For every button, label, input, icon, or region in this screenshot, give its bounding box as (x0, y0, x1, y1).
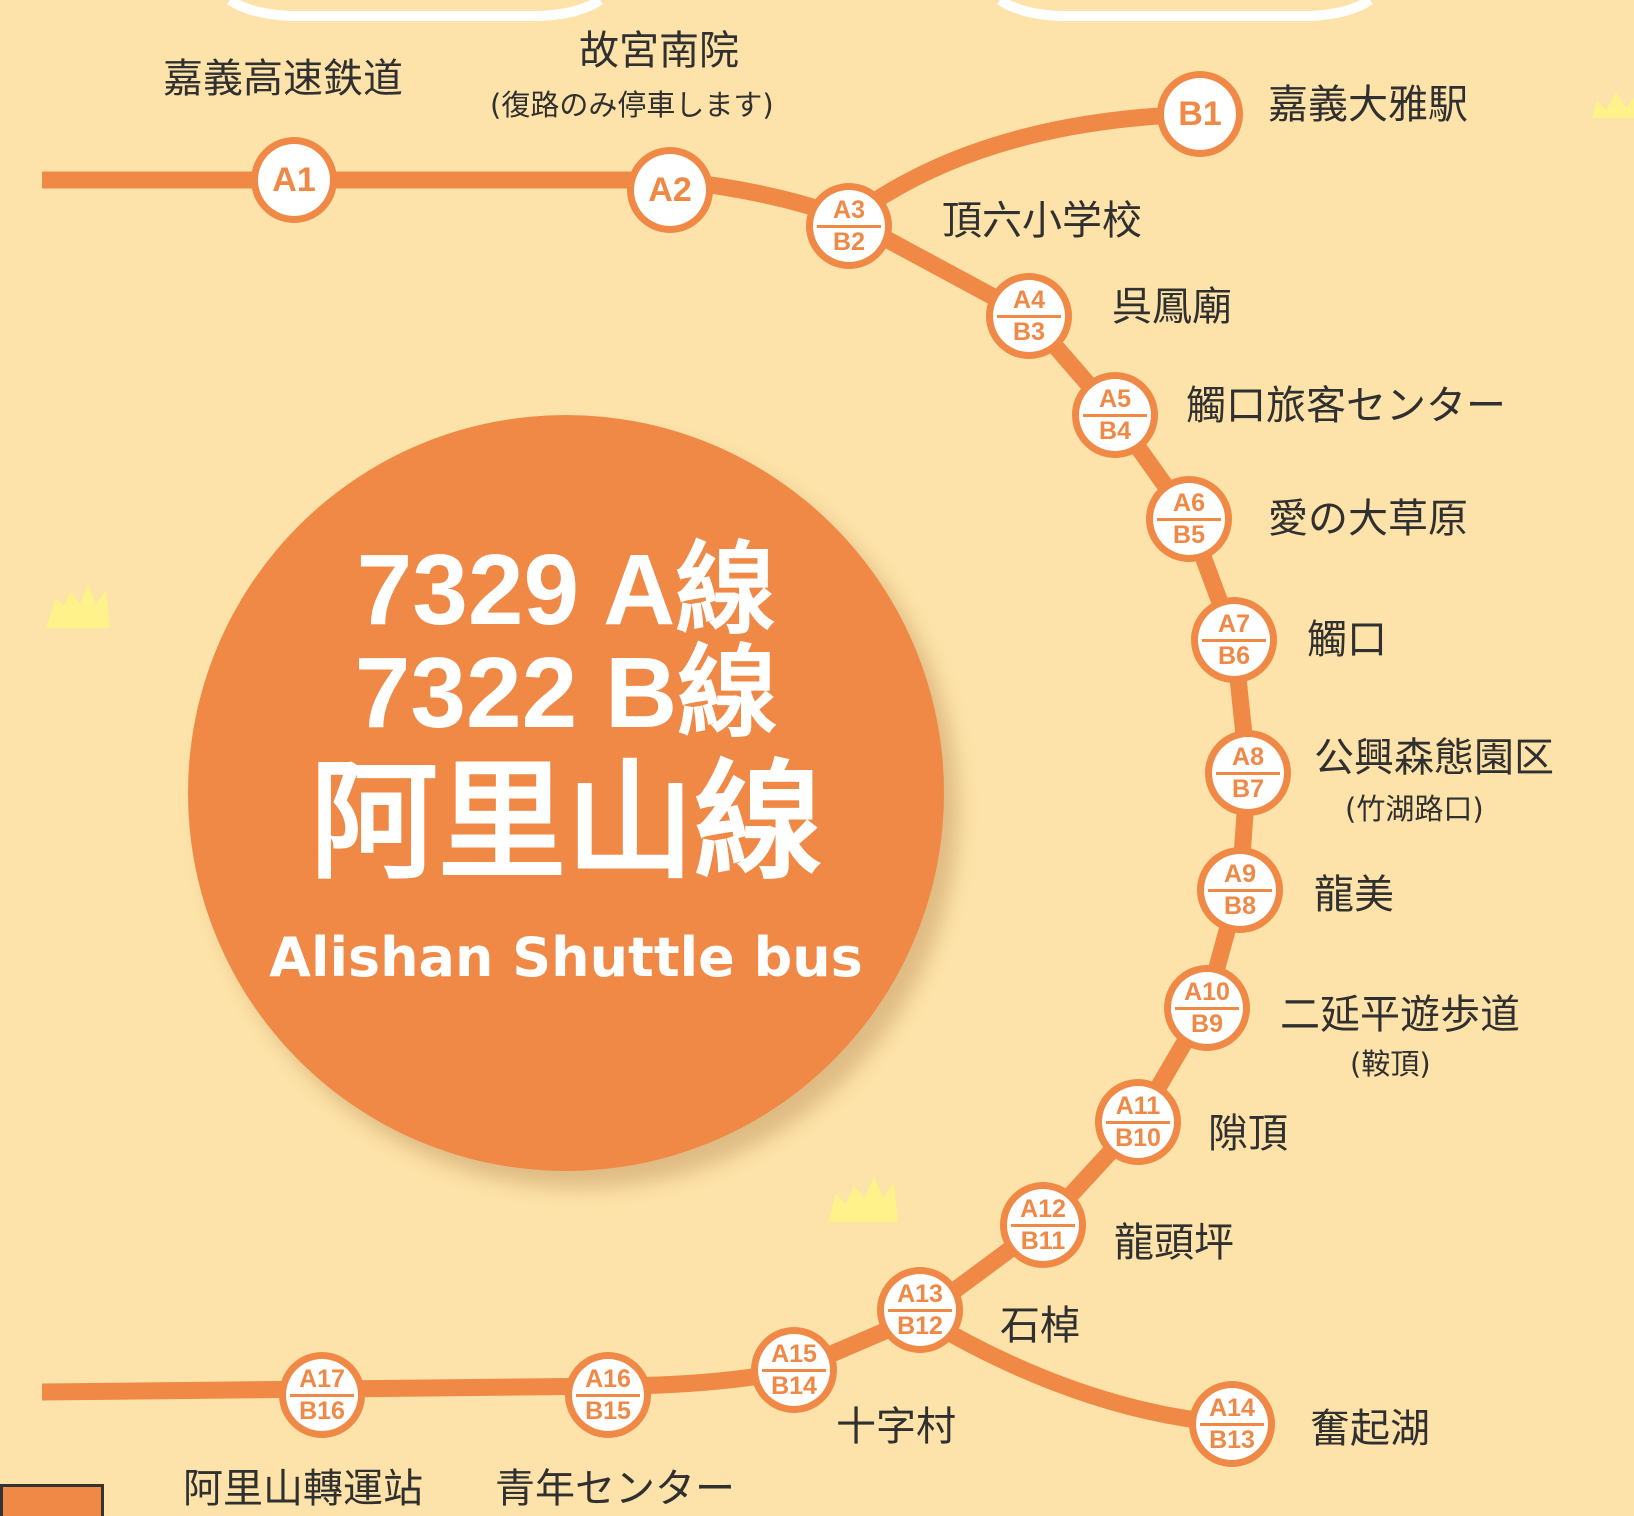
stop-label-a16-b15: 青年センター (495, 1466, 735, 1512)
route-badge: 7329 A線 7322 B線 阿里山線 Alishan Shuttle bus (188, 415, 944, 1171)
stop-code-a: A4 (997, 287, 1061, 318)
badge-title: 阿里山線 (309, 748, 822, 897)
stop-label-a1: 嘉義高速鉄道 (163, 56, 403, 102)
stop-marker-a9-b8: A9 B8 (1197, 847, 1283, 933)
stop-label-a2: 故宮南院 (579, 28, 739, 74)
stop-code-b: B2 (833, 228, 865, 256)
stop-label-a3-b2: 頂六小学校 (942, 198, 1142, 244)
stop-label-a10-b9: 二延平遊歩道 (1280, 992, 1520, 1038)
stop-label-a15-b14: 十字村 (836, 1404, 956, 1450)
stop-label-a5-b4: 觸口旅客センター (1186, 383, 1506, 429)
crown-decoration-icon (828, 1176, 898, 1222)
stop-code-b: B5 (1173, 521, 1205, 549)
stop-code-b: B16 (299, 1397, 345, 1425)
stop-marker-a10-b9: A10 B9 (1164, 965, 1250, 1051)
stop-code-b: B12 (897, 1312, 943, 1340)
top-decoration-arc-right (997, 0, 1373, 21)
corner-marker (0, 1484, 104, 1516)
stop-code: B1 (1178, 95, 1222, 133)
stop-marker-a5-b4: A5 B4 (1072, 372, 1158, 458)
stop-label-a8-b7: 公興森態園区 (1314, 735, 1554, 781)
stop-code-a: A5 (1083, 386, 1147, 417)
badge-line-a: 7329 A線 (356, 534, 776, 646)
stop-note-a2: (復路のみ停車します) (490, 88, 774, 122)
stop-code-a: A15 (762, 1341, 826, 1372)
badge-english-title: Alishan Shuttle bus (269, 926, 863, 989)
stop-label-a4-b3: 呉鳳廟 (1112, 284, 1232, 330)
stop-marker-a1: A1 (251, 137, 337, 223)
route-line-a-west (42, 171, 852, 227)
stop-marker-a17-b16: A17 B16 (279, 1352, 365, 1438)
top-decoration-arc-left (227, 0, 603, 21)
stop-code-b: B6 (1218, 642, 1250, 670)
stop-code: A1 (272, 161, 316, 199)
stop-label-a13-b12: 石棹 (1000, 1303, 1080, 1349)
stop-note-a10-b9: (鞍頂) (1350, 1047, 1431, 1081)
stop-marker-a15-b14: A15 B14 (751, 1327, 837, 1413)
stop-marker-a11-b10: A11 B10 (1095, 1079, 1181, 1165)
stop-code-b: B3 (1013, 318, 1045, 346)
stop-marker-a7-b6: A7 B6 (1191, 597, 1277, 683)
badge-line-b: 7322 B線 (354, 637, 778, 749)
stop-code: A2 (648, 171, 692, 209)
crown-decoration-icon (46, 584, 110, 628)
stop-code-b: B11 (1020, 1227, 1066, 1255)
stop-marker-a14-b13: A14 B13 (1189, 1381, 1275, 1467)
stop-marker-a4-b3: A4 B3 (986, 273, 1072, 359)
stop-code-b: B13 (1209, 1426, 1255, 1454)
stop-code-a: A6 (1157, 490, 1221, 521)
stop-code-b: B8 (1224, 892, 1256, 920)
stop-code-a: A14 (1200, 1395, 1264, 1426)
stop-marker-a8-b7: A8 B7 (1205, 730, 1291, 816)
stop-code-a: A12 (1011, 1196, 1075, 1227)
stop-code-b: B7 (1232, 775, 1264, 803)
stop-marker-a3-b2: A3 B2 (806, 183, 892, 269)
stop-label-a14-b13: 奮起湖 (1310, 1406, 1430, 1452)
stop-marker-a13-b12: A13 B12 (877, 1267, 963, 1353)
stop-code-b: B9 (1191, 1010, 1223, 1038)
stop-code-b: B14 (771, 1372, 817, 1400)
stop-code-a: A17 (290, 1366, 354, 1397)
stop-marker-b1: B1 (1157, 71, 1243, 157)
crown-decoration-icon (1592, 92, 1634, 118)
stop-code-b: B15 (585, 1397, 631, 1425)
stop-label-b1: 嘉義大雅駅 (1268, 82, 1468, 128)
stop-code-a: A13 (888, 1281, 952, 1312)
stop-marker-a2: A2 (627, 147, 713, 233)
stop-marker-a16-b15: A16 B15 (565, 1352, 651, 1438)
stop-marker-a6-b5: A6 B5 (1146, 476, 1232, 562)
stop-code-a: A16 (576, 1366, 640, 1397)
stop-code-a: A9 (1208, 861, 1272, 892)
stop-code-b: B4 (1099, 417, 1131, 445)
stop-code-a: A7 (1202, 611, 1266, 642)
stop-label-a7-b6: 觸口 (1307, 617, 1387, 663)
stop-code-a: A10 (1175, 979, 1239, 1010)
stop-label-a12-b11: 龍頭坪 (1114, 1220, 1234, 1266)
stop-code-b: B10 (1115, 1124, 1161, 1152)
stop-label-a17-b16: 阿里山轉運站 (183, 1466, 423, 1512)
stop-label-a11-b10: 隙頂 (1208, 1111, 1288, 1157)
stop-label-a9-b8: 龍美 (1314, 872, 1394, 918)
stop-note-a8-b7: (竹湖路口) (1345, 792, 1484, 826)
stop-code-a: A8 (1216, 744, 1280, 775)
stop-label-a6-b5: 愛の大草原 (1268, 496, 1468, 542)
stop-code-a: A3 (817, 197, 881, 228)
stop-code-a: A11 (1106, 1093, 1170, 1124)
stop-marker-a12-b11: A12 B11 (1000, 1182, 1086, 1268)
route-line-b1-branch (843, 105, 1201, 226)
